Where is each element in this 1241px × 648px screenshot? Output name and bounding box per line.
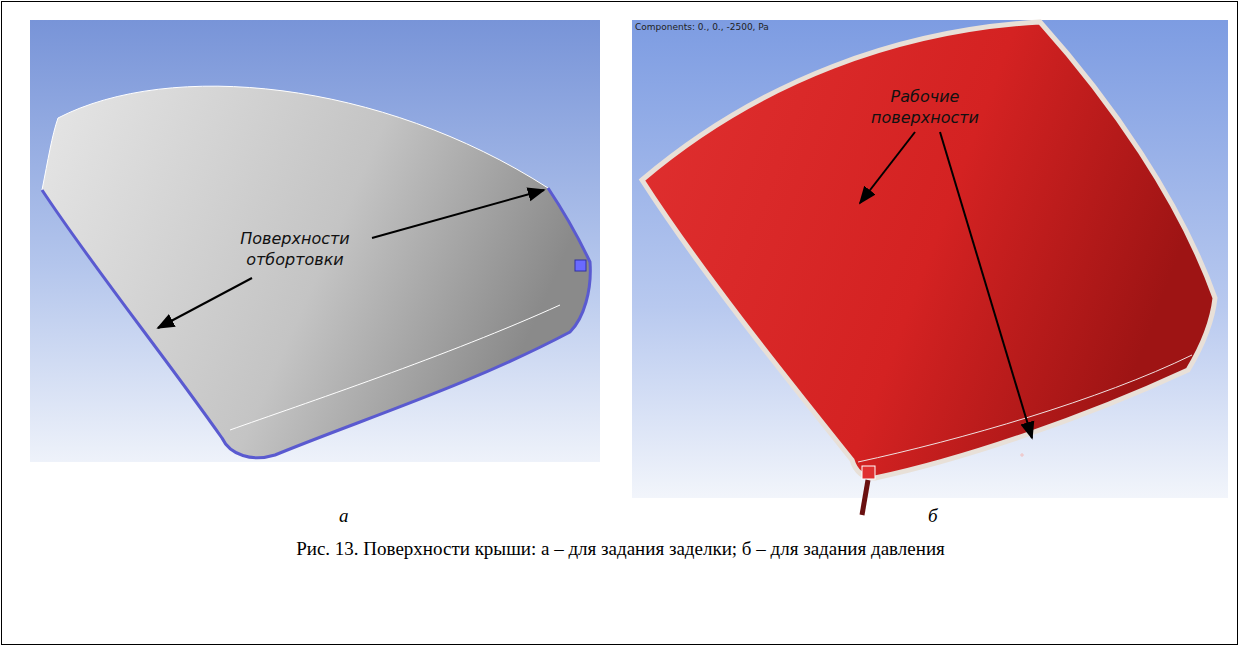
figure-caption: Рис. 13. Поверхности крыши: а – для зада… <box>0 538 1241 560</box>
subfigure-letter: а <box>339 505 349 527</box>
load-components: Components: 0., 0., -2500, Pa <box>635 22 769 32</box>
callout-label: Поверхности отбортовки <box>200 228 390 270</box>
subfigure-letter: б <box>928 505 938 527</box>
callout-label: Рабочие поверхности <box>840 86 1010 128</box>
